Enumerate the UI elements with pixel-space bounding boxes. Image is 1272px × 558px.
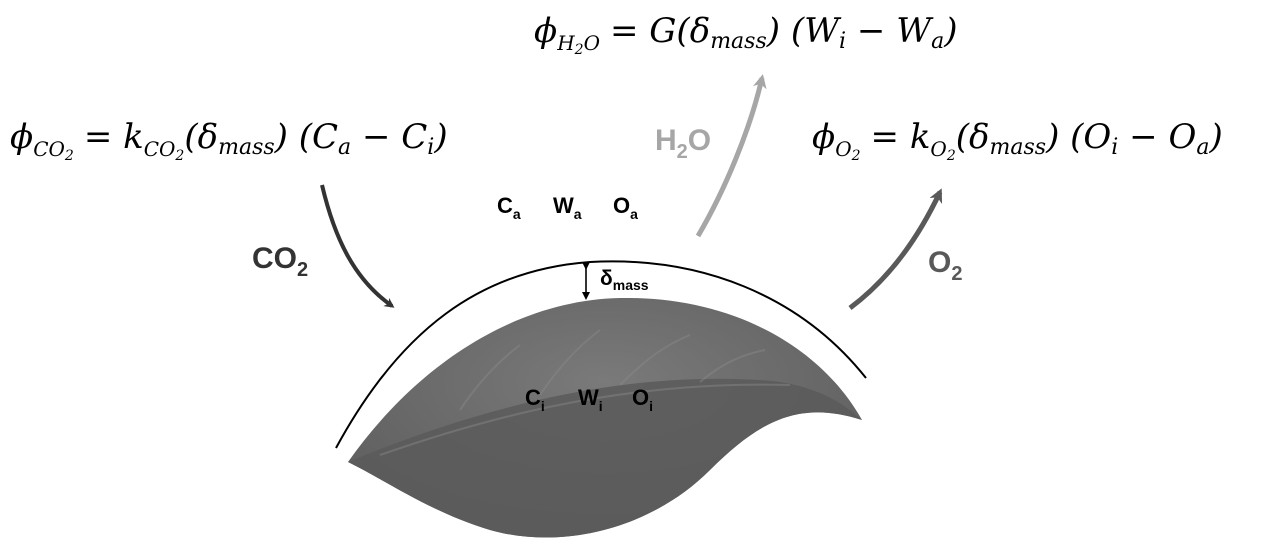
h2o-flux-equation: ϕH2O= G(δmass) (Wi − Wa) <box>534 11 958 58</box>
h2o-flux-arrow <box>695 74 767 238</box>
ambient-concentrations: Ca Wa Oa <box>497 193 638 222</box>
o2-flux-equation: ϕO2= kO2(δmass) (Oi − Oa) <box>812 117 1223 164</box>
h2o-gas-label: H2O <box>655 124 711 163</box>
internal-water-label: Wi <box>578 385 603 414</box>
o2-flux-arrow <box>848 188 943 311</box>
ambient-co2-label: Ca <box>497 193 521 222</box>
ambient-o2-label: Oa <box>613 193 638 222</box>
co2-flux-arrow <box>320 184 395 308</box>
delta-mass-label: δmass <box>600 267 649 293</box>
co2-flux-equation: ϕCO2= kCO2(δmass) (Ca − Ci) <box>10 117 448 164</box>
internal-concentrations: Ci Wi Oi <box>525 385 653 414</box>
internal-o2-label: Oi <box>632 385 653 414</box>
o2-gas-label: O2 <box>928 246 962 285</box>
leaf-veins <box>379 329 791 456</box>
leaf-lower-lobe <box>348 378 862 538</box>
co2-gas-label: CO2 <box>252 242 308 281</box>
internal-co2-label: Ci <box>525 385 545 414</box>
ambient-water-label: Wa <box>553 193 582 222</box>
leaf <box>348 297 862 538</box>
